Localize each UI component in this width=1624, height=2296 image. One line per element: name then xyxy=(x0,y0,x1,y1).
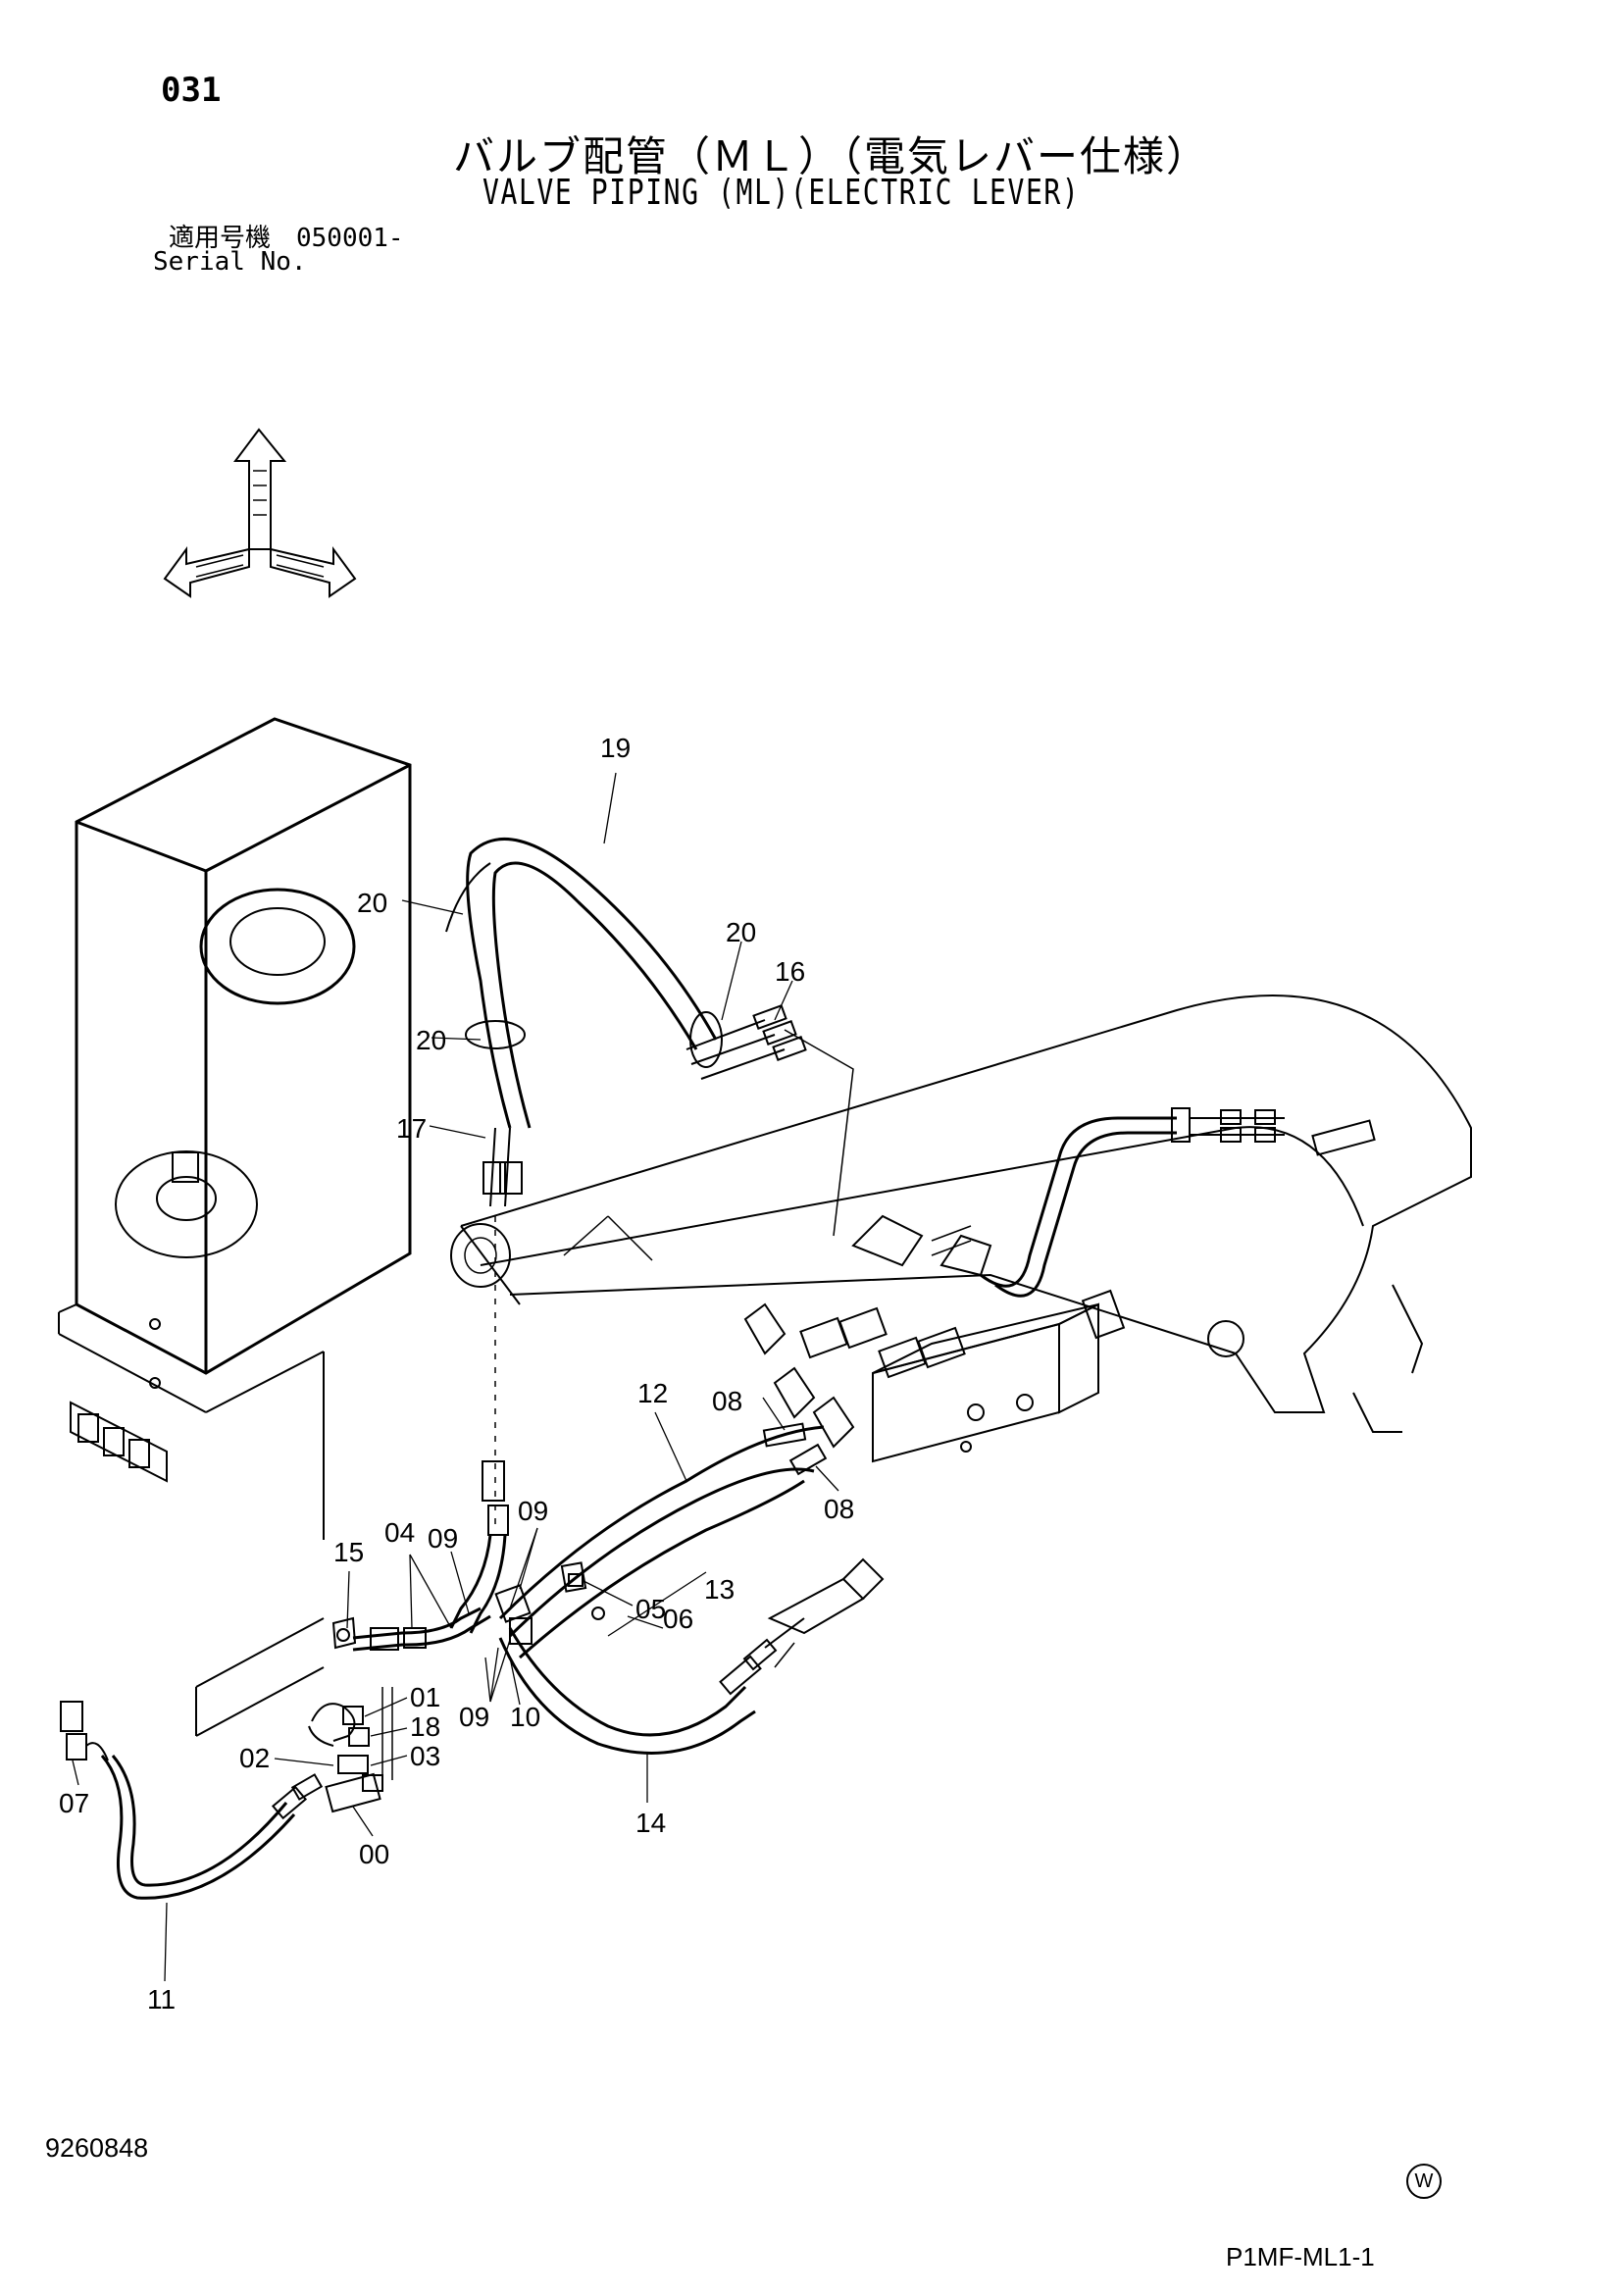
reference-code: P1MF-ML1-1 xyxy=(1226,2242,1375,2271)
boom xyxy=(450,995,1472,1433)
callout-03: 03 xyxy=(410,1741,440,1771)
callout-labels: 19 20 20 20 16 17 12 08 08 09 09 04 15 0… xyxy=(59,733,854,2015)
hose-bundle-19 xyxy=(445,838,854,1530)
callout-05: 05 xyxy=(635,1594,666,1624)
callout-17: 17 xyxy=(396,1113,427,1144)
callout-04: 04 xyxy=(384,1517,415,1548)
callout-09-bottom: 09 xyxy=(459,1702,489,1732)
callout-00: 00 xyxy=(359,1839,389,1869)
callout-08-upper: 08 xyxy=(712,1386,742,1416)
boom-pipes xyxy=(980,1107,1285,1298)
callout-02: 02 xyxy=(239,1743,270,1773)
callout-07: 07 xyxy=(59,1788,89,1818)
orientation-arrows-icon xyxy=(163,428,357,598)
serial-number-label: Serial No. xyxy=(153,247,307,277)
callout-20-lower: 20 xyxy=(416,1025,446,1055)
callout-11: 11 xyxy=(147,1984,176,2015)
callout-19: 19 xyxy=(600,733,631,763)
serial-number-japanese: 適用号機 050001- xyxy=(169,224,404,253)
callout-16: 16 xyxy=(775,956,805,987)
callout-10: 10 xyxy=(510,1702,540,1732)
page-number: 031 xyxy=(161,71,222,110)
hydraulic-tank xyxy=(58,717,412,1737)
block-assembly xyxy=(308,1687,393,1813)
callout-01: 01 xyxy=(410,1682,440,1712)
watermark-circle-icon: W xyxy=(1406,2164,1442,2199)
callout-09-top: 09 xyxy=(518,1496,548,1526)
callout-20-right: 20 xyxy=(726,917,756,947)
hose-07-11 xyxy=(60,1701,324,1900)
hoses-12-13-14 xyxy=(498,1422,885,1755)
callout-18: 18 xyxy=(410,1711,440,1742)
callout-14: 14 xyxy=(635,1808,666,1838)
callout-06: 06 xyxy=(663,1604,693,1634)
control-valve xyxy=(743,1214,1126,1463)
callout-15: 15 xyxy=(333,1537,364,1567)
hose-pair-down xyxy=(449,1460,509,1634)
callout-08-lower: 08 xyxy=(824,1494,854,1524)
callout-12: 12 xyxy=(637,1378,668,1408)
callout-09-middle: 09 xyxy=(428,1523,458,1554)
document-number: 9260848 xyxy=(45,2133,149,2163)
fitting-cluster xyxy=(331,1561,605,1652)
page-title-japanese: バルブ配管（ＭＬ）（電気レバー仕様） xyxy=(453,132,1210,180)
leader-lines xyxy=(72,772,839,1982)
callout-13: 13 xyxy=(704,1574,735,1605)
page-title-english: VALVE PIPING (ML)(ELECTRIC LEVER) xyxy=(482,173,1081,213)
callout-20-left: 20 xyxy=(357,888,387,918)
